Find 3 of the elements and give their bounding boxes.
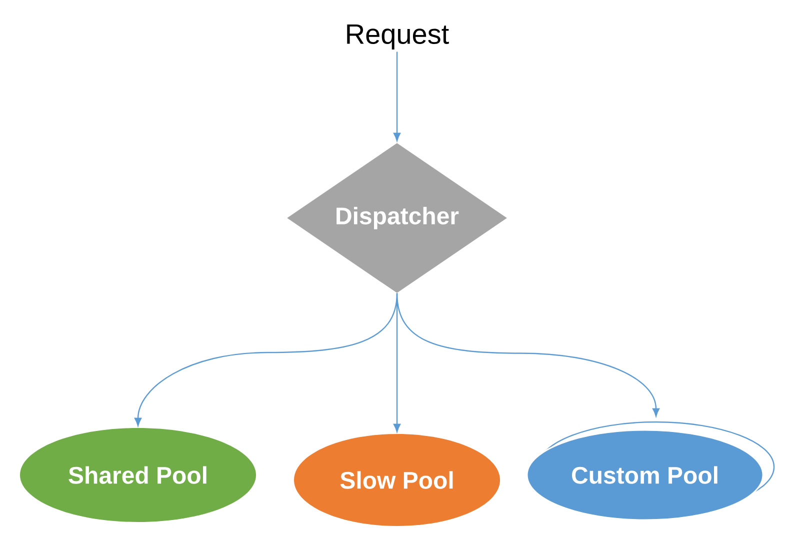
arrow — [393, 52, 401, 142]
arrow — [396, 293, 660, 417]
request-label: Request — [347, 24, 449, 50]
